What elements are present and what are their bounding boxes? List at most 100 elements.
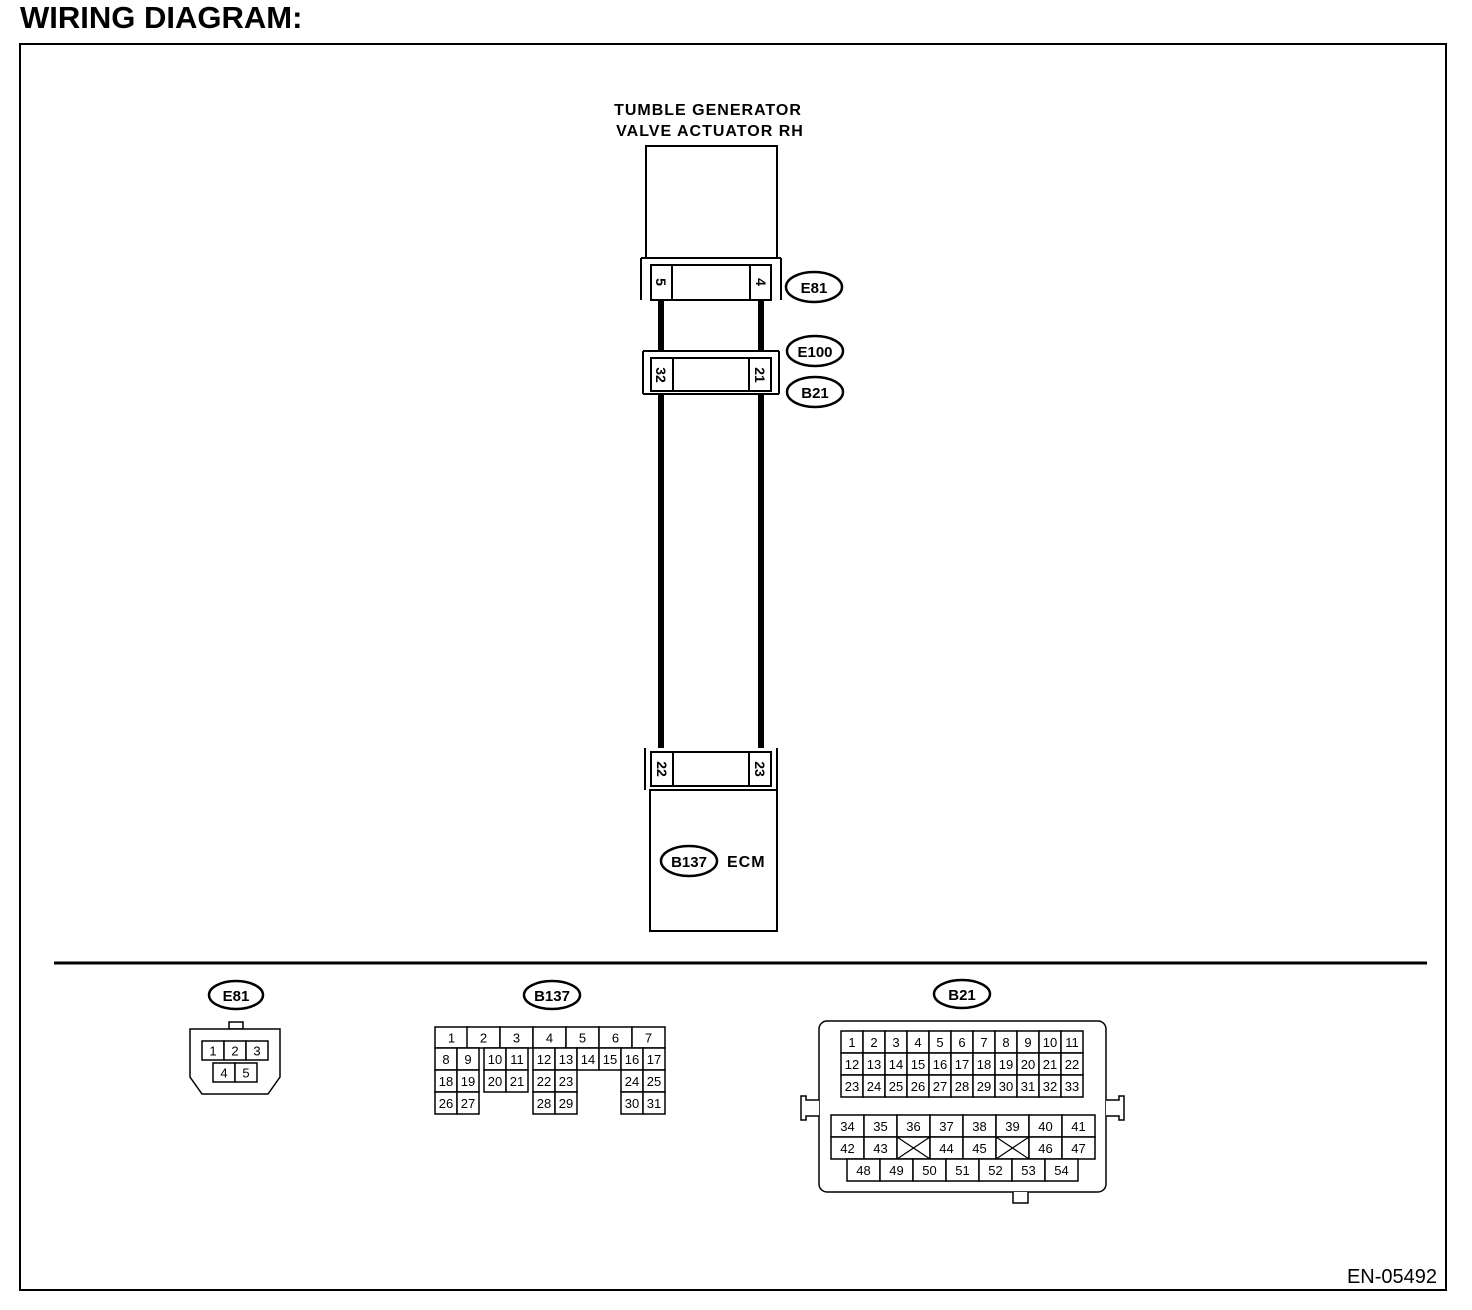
pin-cell: 10 [483, 1047, 507, 1071]
pin-cell: 23 [840, 1074, 864, 1098]
pin-cell: 42 [830, 1136, 865, 1160]
pin-number: 37 [939, 1119, 953, 1134]
pin-cell: 28 [532, 1091, 556, 1115]
pin-number: 52 [988, 1163, 1002, 1178]
pin-number: 14 [889, 1057, 903, 1072]
pin-cell: 26 [434, 1091, 458, 1115]
pin-cell: 29 [554, 1091, 578, 1115]
pin-cell: 16 [620, 1047, 644, 1071]
svg-text:E81: E81 [801, 280, 828, 297]
pin-number: 2 [231, 1044, 238, 1059]
pin-number: 48 [856, 1163, 870, 1178]
pin-cell: 5 [565, 1026, 600, 1049]
pin-number: 49 [889, 1163, 903, 1178]
pin-number: 47 [1071, 1141, 1085, 1156]
pin-cell: 25 [884, 1074, 908, 1098]
svg-text:B21: B21 [948, 987, 976, 1004]
pin-number: 2 [870, 1035, 877, 1050]
pin-cell: 40 [1028, 1114, 1063, 1138]
pin-cell: 19 [994, 1052, 1018, 1076]
pin-cell: 1 [840, 1030, 864, 1054]
pin-number: 21 [510, 1074, 524, 1089]
actuator-pin-left: 5 [653, 278, 669, 286]
connector-tag-e100: E100 [785, 334, 845, 368]
pin-cell: 5 [234, 1062, 258, 1083]
pin-number: 22 [537, 1074, 551, 1089]
svg-text:E81: E81 [223, 988, 250, 1005]
pin-number: 11 [510, 1052, 524, 1067]
pin-cell: 22 [1060, 1052, 1084, 1076]
pin-number: 18 [977, 1057, 991, 1072]
pin-cell: 24 [620, 1069, 644, 1093]
pin-cell: 11 [1060, 1030, 1084, 1054]
pin-number: 9 [464, 1052, 471, 1067]
pin-number: 31 [1021, 1079, 1035, 1094]
joint-connector [642, 350, 780, 395]
pin-cell: 3 [499, 1026, 534, 1049]
pin-cell: 8 [994, 1030, 1018, 1054]
pin-number: 27 [461, 1096, 475, 1111]
pin-number: 40 [1038, 1119, 1052, 1134]
actuator-label-line1: TUMBLE GENERATOR [614, 102, 802, 119]
pin-number: 17 [955, 1057, 969, 1072]
pin-number: 25 [647, 1074, 661, 1089]
pin-cell: 30 [994, 1074, 1018, 1098]
pin-cell: 50 [912, 1158, 947, 1182]
pin-number: 30 [999, 1079, 1013, 1094]
connector-tag-e81: E81 [784, 270, 844, 304]
svg-text:B21: B21 [801, 385, 829, 402]
pin-number: 11 [1065, 1035, 1079, 1050]
pin-number: 10 [488, 1052, 502, 1067]
pin-cell: 45 [962, 1136, 997, 1160]
svg-text:E100: E100 [797, 344, 832, 361]
pin-number: 9 [1024, 1035, 1031, 1050]
pin-number: 30 [625, 1096, 639, 1111]
pin-number: 36 [906, 1119, 920, 1134]
pin-number: 14 [581, 1052, 595, 1067]
pin-cell: 9 [456, 1047, 480, 1071]
pin-cell: 18 [434, 1069, 458, 1093]
pin-cell [995, 1136, 1030, 1160]
pin-cell: 2 [862, 1030, 886, 1054]
pin-cell: 33 [1060, 1074, 1084, 1098]
pin-cell: 54 [1044, 1158, 1079, 1182]
pin-cell: 4 [532, 1026, 567, 1049]
pin-number: 24 [625, 1074, 639, 1089]
pin-cell: 48 [846, 1158, 881, 1182]
pin-cell: 8 [434, 1047, 458, 1071]
pin-number: 33 [1065, 1079, 1079, 1094]
pin-cell: 21 [505, 1069, 529, 1093]
pin-cell: 17 [950, 1052, 974, 1076]
pin-cell: 49 [879, 1158, 914, 1182]
pin-number: 45 [972, 1141, 986, 1156]
pin-cell: 28 [950, 1074, 974, 1098]
pin-cell: 25 [642, 1069, 666, 1093]
pin-cell [896, 1136, 931, 1160]
pin-number: 12 [845, 1057, 859, 1072]
pin-cell: 15 [598, 1047, 622, 1071]
pin-number: 51 [955, 1163, 969, 1178]
pin-cell: 12 [840, 1052, 864, 1076]
pin-number: 22 [1065, 1057, 1079, 1072]
pin-number: 26 [911, 1079, 925, 1094]
pin-cell: 30 [620, 1091, 644, 1115]
pin-number: 3 [892, 1035, 899, 1050]
pin-cell: 6 [950, 1030, 974, 1054]
pin-cell: 16 [928, 1052, 952, 1076]
pin-number: 34 [840, 1119, 854, 1134]
actuator-pin-right: 4 [753, 278, 769, 286]
pin-cell: 44 [929, 1136, 964, 1160]
pin-number: 16 [933, 1057, 947, 1072]
pin-cell: 31 [1016, 1074, 1040, 1098]
diagram-frame [19, 43, 1447, 1291]
pin-cell: 21 [1038, 1052, 1062, 1076]
pin-number: 4 [220, 1066, 227, 1081]
pin-cell: 7 [631, 1026, 666, 1049]
ecm-label: ECM [727, 854, 766, 871]
pin-number: 29 [559, 1096, 573, 1111]
pin-number: 26 [439, 1096, 453, 1111]
pin-number: 18 [439, 1074, 453, 1089]
pin-cell: 34 [830, 1114, 865, 1138]
pin-cell: 51 [945, 1158, 980, 1182]
